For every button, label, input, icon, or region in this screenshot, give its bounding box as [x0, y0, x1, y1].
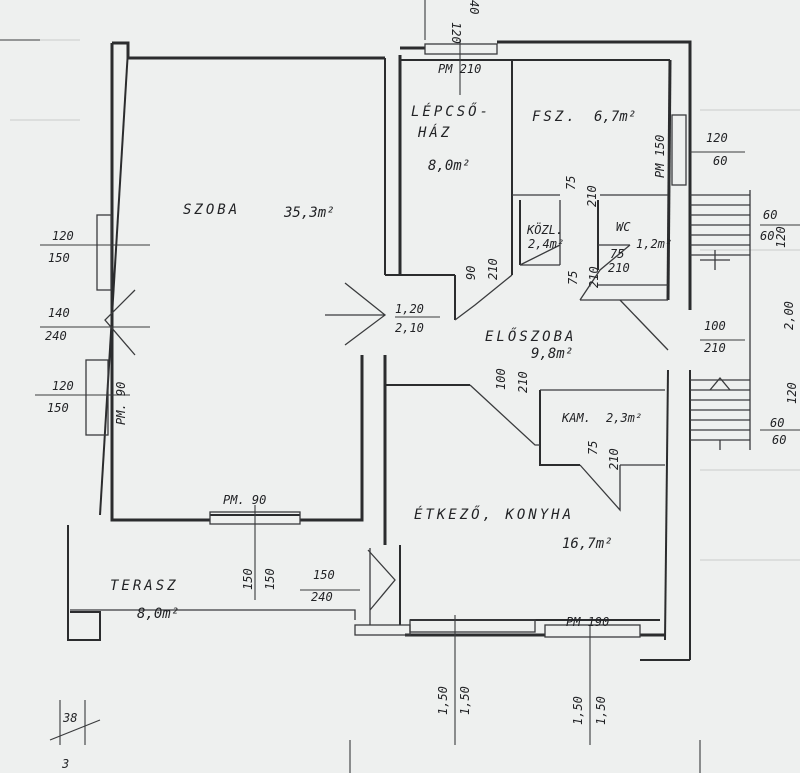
label-right-210: 210 — [704, 341, 726, 355]
label-b150c: 1,50 — [571, 696, 585, 725]
stairs — [690, 190, 751, 450]
room-area-szoba: 35,3m² — [283, 205, 335, 221]
label-top-edge-a: 120 — [449, 22, 463, 44]
label-kozl-75: 75 — [564, 176, 578, 190]
label-left-150: 150 — [48, 251, 70, 265]
label-b150b: 1,50 — [458, 686, 472, 715]
label-left-140: 140 — [48, 306, 70, 320]
room-name-etkezo: ÉTKEZŐ, KONYHA — [414, 505, 574, 523]
label-b150a: 1,50 — [436, 686, 450, 715]
label-right-100: 100 — [704, 319, 726, 333]
label-right-edge-a: 120 — [774, 226, 788, 248]
label-right-120: 120 — [706, 131, 728, 145]
room-area-eloszoba: 9,8m² — [531, 346, 573, 362]
label-stair-60a: 60 — [763, 208, 777, 222]
label-wc-75a: 75 — [566, 271, 580, 285]
label-wc-210b: 210 — [608, 261, 630, 275]
label-v150b: 150 — [263, 568, 277, 590]
room-area-kozl: 2,4m² — [528, 237, 564, 251]
label-top-edge-b: 40 — [467, 0, 481, 14]
label-elo-100: 100 — [494, 368, 508, 390]
room-area-wc: 1,2m² — [636, 237, 672, 251]
label-left-pm: PM. 90 — [114, 382, 128, 425]
door-swings — [104, 200, 669, 625]
room-name-fsz: FSZ. — [532, 109, 578, 125]
room-name-terasz: TERASZ — [110, 578, 179, 594]
label-kam-210: 210 — [607, 448, 621, 470]
label-left-240: 240 — [45, 329, 67, 343]
room-area-fsz: 6,7m² — [594, 109, 636, 125]
label-v150a: 150 — [241, 568, 255, 590]
room-name-kam: KAM. — [561, 411, 591, 425]
label-door-120: 1,20 — [395, 302, 424, 316]
label-bottom-edge: 3 — [61, 757, 69, 771]
label-bottom-pm: PM. 90 — [223, 493, 266, 507]
label-right-edge-b: 2,00 — [782, 301, 796, 330]
label-kozl-210: 210 — [585, 185, 599, 207]
label-wc-75b: 75 — [610, 247, 624, 261]
label-door90-b: 210 — [486, 258, 500, 280]
label-ter-150: 150 — [313, 568, 335, 582]
label-b150d: 1,50 — [594, 696, 608, 725]
label-stair-60d: 60 — [772, 433, 786, 447]
interior-walls — [385, 60, 668, 466]
room-area-terasz: 8,0m² — [137, 606, 179, 622]
room-name-lepcsohaz-2: HÁZ — [417, 124, 452, 141]
windows — [85, 43, 687, 638]
label-right-edge-c: 120 — [785, 382, 799, 404]
room-name-lepcsohaz-1: LÉPCSŐ- — [411, 102, 491, 120]
label-left-120: 120 — [52, 229, 74, 243]
label-elo-210: 210 — [516, 371, 530, 393]
room-labels: SZOBA 35,3m² LÉPCSŐ- HÁZ 8,0m² FSZ. 6,7m… — [110, 102, 672, 622]
outer-walls — [67, 40, 692, 661]
room-name-kozl: KÖZL. — [526, 221, 563, 237]
label-fsz-pm: PM 150 — [653, 135, 667, 178]
label-top-pm: PM 210 — [438, 62, 481, 76]
label-door-210: 2,10 — [395, 321, 424, 335]
label-wc-210a: 210 — [587, 266, 601, 288]
label-right-60: 60 — [713, 154, 727, 168]
room-area-kam: 2,3m² — [606, 411, 642, 425]
label-door90-a: 90 — [464, 266, 478, 280]
room-name-eloszoba: ELŐSZOBA — [485, 327, 576, 345]
opening-labels: PM 210 PM 150 120 60 120 150 140 240 120… — [45, 0, 799, 771]
label-kam-75: 75 — [586, 441, 600, 455]
label-left2-120: 120 — [52, 379, 74, 393]
room-area-lepcsohaz: 8,0m² — [428, 158, 470, 174]
label-stair-60b: 60 — [760, 229, 774, 243]
label-stair-60c: 60 — [770, 416, 784, 430]
room-name-wc: WC — [616, 220, 631, 234]
room-name-szoba: SZOBA — [183, 202, 240, 218]
label-pm190: PM 190 — [566, 615, 609, 629]
room-area-etkezo: 16,7m² — [562, 536, 613, 552]
label-left2-150: 150 — [47, 401, 69, 415]
label-corner-38: 38 — [62, 711, 77, 725]
paper-grid — [10, 39, 800, 561]
label-ter-240: 240 — [311, 590, 333, 604]
